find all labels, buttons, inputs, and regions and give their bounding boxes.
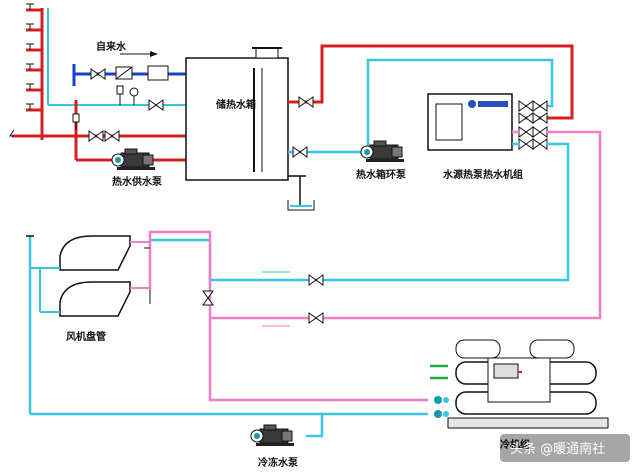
source-water-pink-loop bbox=[148, 130, 602, 320]
return-line-valve bbox=[148, 99, 164, 111]
flow-arrow-icon bbox=[120, 51, 158, 57]
heat-pump-connection-valves bbox=[518, 100, 548, 150]
storage-tank bbox=[185, 47, 289, 181]
tank-hot-outlet-valve bbox=[298, 96, 314, 108]
manifold-tap-valves bbox=[9, 3, 34, 137]
bypass-valve bbox=[202, 290, 214, 306]
cyan-loop-valve bbox=[308, 274, 324, 286]
chiller-connection-valves bbox=[434, 396, 449, 418]
chiller-unit bbox=[447, 339, 609, 429]
hot-water-supply-pump-icon bbox=[111, 148, 156, 171]
storage-tank-label: 储热水箱 bbox=[215, 98, 256, 111]
supply-line-valve-1 bbox=[88, 130, 104, 142]
hot-water-distribution-pipes bbox=[42, 100, 186, 162]
circulation-inlet-valve bbox=[292, 146, 308, 158]
tap-water-inlet-valve bbox=[90, 68, 106, 80]
chiller-unit-label: 冷机组 bbox=[500, 438, 530, 451]
pressure-gauge-icon bbox=[129, 87, 139, 105]
watermark: 头条 @暖通南社 bbox=[500, 434, 630, 462]
cooling-pump-label: 冷冻水泵 bbox=[258, 456, 299, 469]
watermark-text: 头条 @暖通南社 bbox=[510, 441, 605, 457]
thermometer-icon bbox=[116, 85, 124, 105]
pink-loop-valve bbox=[308, 312, 324, 324]
tap-water-label: 自来水 bbox=[96, 40, 127, 53]
fan-coil-units bbox=[59, 235, 131, 317]
fan-coil-label: 风机盘管 bbox=[66, 330, 106, 343]
heat-pump-unit bbox=[427, 93, 513, 151]
chilled-water-pipes bbox=[30, 318, 448, 438]
fan-coil-pipes bbox=[28, 236, 151, 414]
cooling-pump-icon bbox=[250, 424, 295, 447]
thermometer-icon bbox=[72, 113, 80, 130]
tap-water-meter-icon bbox=[115, 65, 169, 81]
heat-pump-unit-label: 水源热泵热水机组 bbox=[442, 168, 523, 181]
hot-water-outlet-manifold bbox=[12, 8, 49, 140]
supply-line-valve-2 bbox=[104, 130, 120, 142]
tank-circulation-pump-label: 热水箱环泵 bbox=[356, 168, 407, 181]
tank-drain bbox=[287, 175, 315, 211]
flow-arrow-icon bbox=[262, 271, 290, 327]
hot-water-supply-pump-label: 热水供水泵 bbox=[112, 175, 163, 188]
